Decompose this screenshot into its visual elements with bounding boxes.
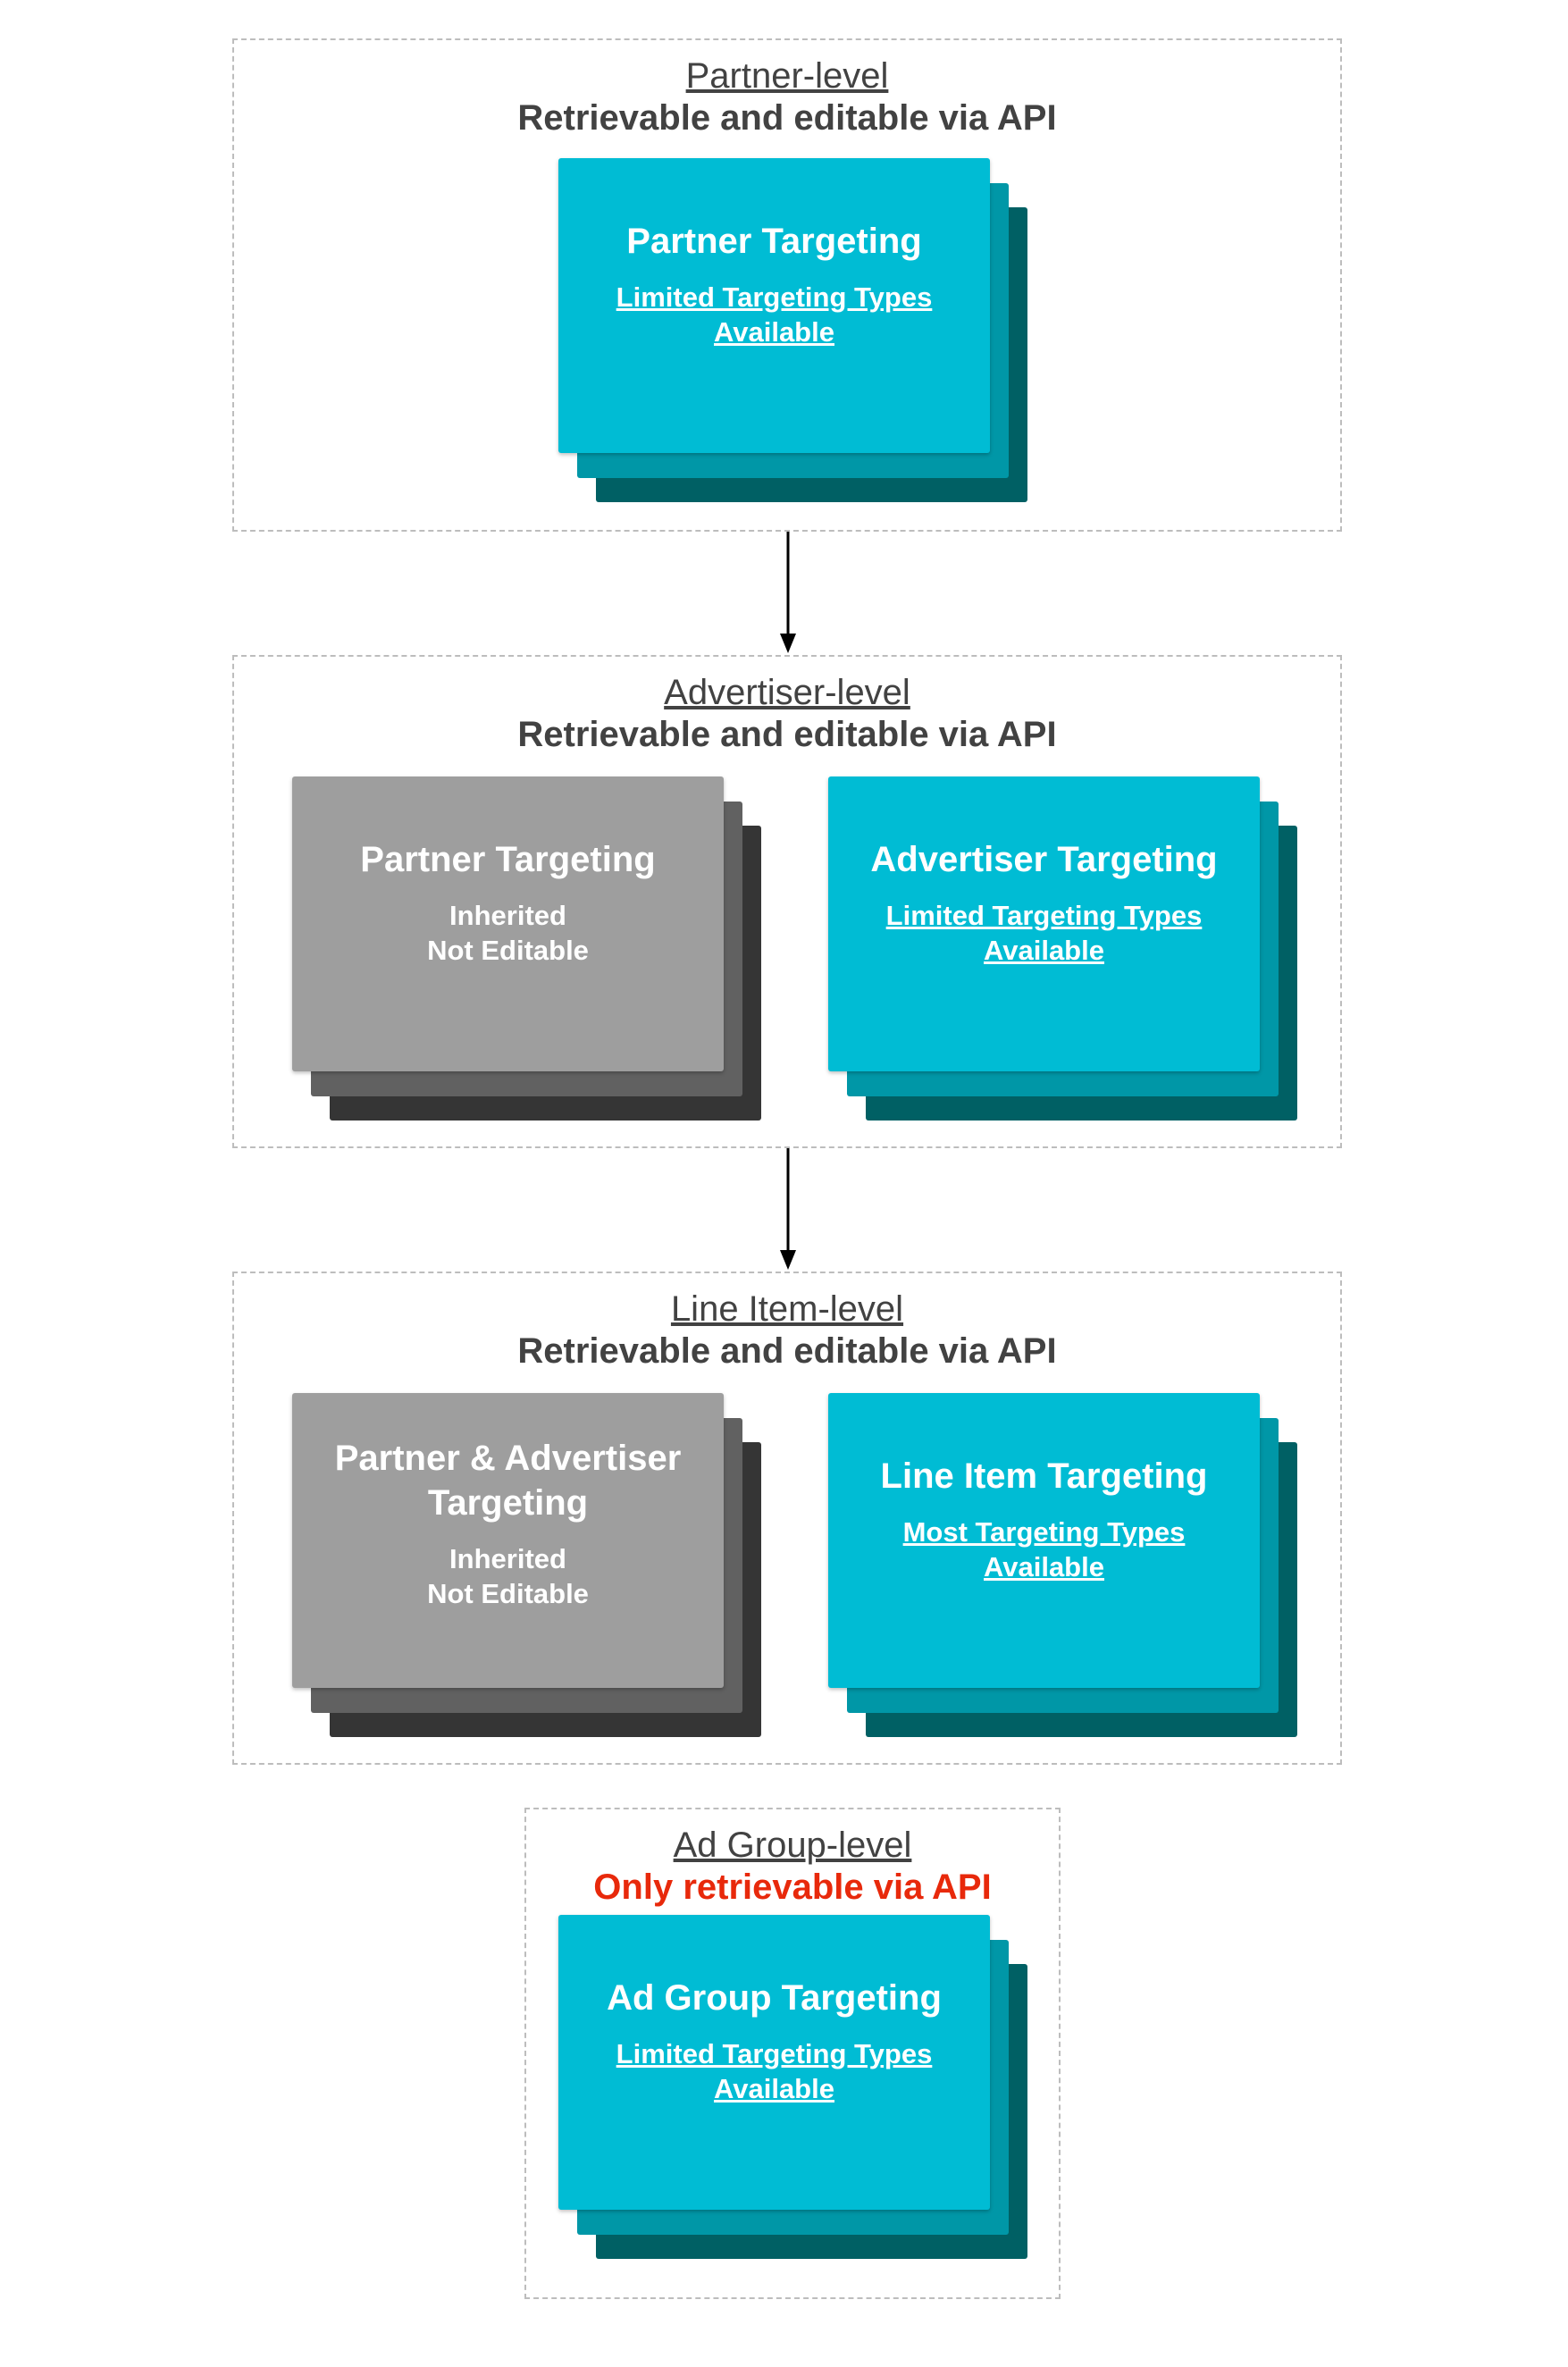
card-title: Partner Targeting bbox=[626, 222, 922, 261]
card-title-line1: Partner & Advertiser bbox=[334, 1439, 682, 1478]
card-link-line2[interactable]: Available bbox=[984, 935, 1104, 966]
partner-level-section: Partner-level Retrievable and editable v… bbox=[232, 38, 1342, 532]
card-note-line2: Not Editable bbox=[427, 935, 589, 966]
card-note-line1: Inherited bbox=[449, 900, 566, 931]
ad-group-level-section: Ad Group-level Only retrievable via API … bbox=[524, 1808, 1061, 2299]
line-item-targeting-card: Line Item Targeting Most Targeting Types… bbox=[828, 1393, 1297, 1737]
ad-group-level-subtitle: Only retrievable via API bbox=[593, 1868, 992, 1907]
inherited-partner-advertiser-targeting-card: Partner & Advertiser Targeting Inherited… bbox=[292, 1393, 761, 1737]
advertiser-targeting-card: Advertiser Targeting Limited Targeting T… bbox=[828, 776, 1297, 1121]
advertiser-level-section: Advertiser-level Retrievable and editabl… bbox=[232, 655, 1342, 1148]
card-link-line2[interactable]: Available bbox=[714, 316, 834, 348]
partner-targeting-card: Partner Targeting Limited Targeting Type… bbox=[558, 158, 1027, 502]
arrow-advertiser-to-line-item bbox=[780, 1148, 796, 1270]
ad-group-level-title: Ad Group-level bbox=[673, 1826, 912, 1865]
card-note-line1: Inherited bbox=[449, 1543, 566, 1574]
card-title: Ad Group Targeting bbox=[607, 1978, 942, 2018]
card-note-line2: Not Editable bbox=[427, 1578, 589, 1609]
card-front-layer: Ad Group Targeting Limited Targeting Typ… bbox=[558, 1915, 990, 2210]
card-front-layer: Advertiser Targeting Limited Targeting T… bbox=[828, 776, 1260, 1071]
card-front-layer: Partner Targeting Limited Targeting Type… bbox=[558, 158, 990, 453]
line-item-level-subtitle: Retrievable and editable via API bbox=[517, 1331, 1057, 1371]
card-title: Advertiser Targeting bbox=[870, 840, 1218, 879]
card-front-layer: Partner Targeting Inherited Not Editable bbox=[292, 776, 724, 1071]
card-link-line1[interactable]: Most Targeting Types bbox=[902, 1516, 1186, 1548]
card-title-line2: Targeting bbox=[427, 1483, 589, 1523]
card-link-line2[interactable]: Available bbox=[984, 1551, 1104, 1582]
ad-group-targeting-card: Ad Group Targeting Limited Targeting Typ… bbox=[558, 1915, 1027, 2259]
card-front-layer: Line Item Targeting Most Targeting Types… bbox=[828, 1393, 1260, 1688]
card-link-line2[interactable]: Available bbox=[714, 2073, 834, 2104]
card-title: Partner Targeting bbox=[360, 840, 656, 879]
line-item-level-section: Line Item-level Retrievable and editable… bbox=[232, 1272, 1342, 1765]
arrow-partner-to-advertiser bbox=[780, 532, 796, 653]
card-front-layer: Partner & Advertiser Targeting Inherited… bbox=[292, 1393, 724, 1688]
line-item-level-title: Line Item-level bbox=[670, 1289, 904, 1329]
partner-level-title: Partner-level bbox=[685, 56, 889, 96]
card-link-line1[interactable]: Limited Targeting Types bbox=[616, 281, 933, 313]
card-link-line1[interactable]: Limited Targeting Types bbox=[885, 900, 1203, 931]
card-title: Line Item Targeting bbox=[880, 1456, 1208, 1496]
inherited-partner-targeting-card: Partner Targeting Inherited Not Editable bbox=[292, 776, 761, 1121]
partner-level-subtitle: Retrievable and editable via API bbox=[517, 98, 1057, 138]
card-link-line1[interactable]: Limited Targeting Types bbox=[616, 2038, 933, 2069]
advertiser-level-title: Advertiser-level bbox=[664, 673, 910, 712]
advertiser-level-subtitle: Retrievable and editable via API bbox=[517, 715, 1057, 754]
